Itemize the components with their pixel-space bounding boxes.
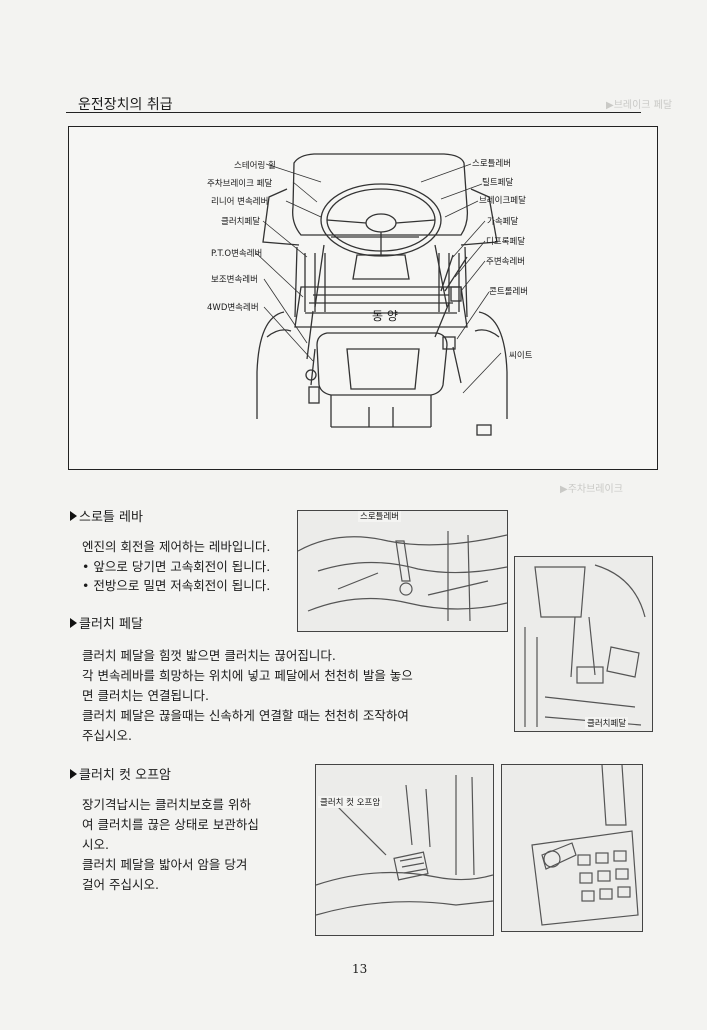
label-diff-lock-pedal: 디프록페달 [486, 237, 526, 247]
photo-label-throttle: 스로틀레버 [358, 511, 402, 522]
label-pto-lever: P.T.O변속레버 [211, 249, 263, 259]
label-4wd-lever: 4WD변속레버 [207, 303, 259, 313]
clutch-line: 클러치 페달을 힘껏 밟으면 클러치는 끊어집니다. [82, 648, 336, 663]
label-steering-wheel: 스테어링 휠 [234, 161, 276, 171]
label-throttle-lever: 스로틀레버 [472, 159, 512, 169]
throttle-line: • 전방으로 밀면 저속회전이 됩니다. [82, 578, 271, 593]
cutoff-line: 여 클러치를 끊은 상태로 보관하십 [82, 817, 259, 832]
cutoff-line: 장기격납시는 클러치보호를 위하 [82, 797, 251, 812]
photo-label-cutoff-arm: 클러치 컷 오프암 [318, 796, 383, 808]
throttle-line: 엔진의 회전을 제어하는 레바입니다. [82, 539, 271, 554]
cutoff-arm-detail-photo [501, 764, 643, 932]
label-clutch-pedal: 클러치페달 [221, 217, 261, 227]
cutoff-line: 걸어 주십시오. [82, 877, 159, 892]
label-accelerator-pedal: 가속페달 [487, 217, 519, 227]
label-tilt-pedal: 틸트페달 [482, 178, 514, 188]
brand-mark: 동 양 [372, 309, 398, 323]
label-seat: 씨이트 [509, 351, 533, 361]
label-linear-shift-lever: 리니어 변속레버 [211, 197, 269, 207]
header-rule [66, 112, 641, 113]
label-control-lever: 콘트롤레버 [489, 287, 529, 297]
clutch-line: 면 클러치는 연결됩니다. [82, 688, 209, 703]
photo-label-clutch: 클러치페달 [585, 717, 629, 729]
cutoff-line: 시오. [82, 837, 109, 852]
triangle-bullet-icon [70, 769, 77, 779]
tractor-control-diagram: 동 양 스테어링 휠 주차브레이크 페달 리니어 변속레버 클러치페달 P.T.… [68, 126, 658, 470]
triangle-bullet-icon [70, 618, 77, 628]
bleed-through-text: ▶주차브레이크 [560, 484, 623, 495]
label-parking-brake-pedal: 주차브레이크 페달 [207, 179, 273, 189]
page-title: 운전장치의 취급 [78, 97, 173, 113]
throttle-lever-photo: 스로틀레버 [297, 510, 508, 632]
bleed-through-text: ▶브레이크 페달 [606, 100, 673, 111]
page-number: 13 [352, 962, 368, 976]
section-heading-throttle: 스로틀 레바 [70, 506, 143, 525]
section-heading-cutoff-arm: 클러치 컷 오프암 [70, 764, 171, 783]
throttle-line: • 앞으로 당기면 고속회전이 됩니다. [82, 559, 271, 574]
tractor-dashboard-drawing: 동 양 [255, 153, 508, 436]
label-aux-shift-lever: 보조변속레버 [211, 275, 258, 285]
label-brake-pedal: 브레이크페달 [479, 196, 526, 206]
triangle-bullet-icon [70, 511, 77, 521]
clutch-cutoff-arm-photo: 클러치 컷 오프암 [315, 764, 494, 936]
clutch-line: 주십시오. [82, 728, 132, 743]
section-heading-clutch: 클러치 페달 [70, 613, 143, 632]
cutoff-line: 클러치 페달을 밟아서 암을 당겨 [82, 857, 248, 872]
clutch-line: 클러치 페달은 끊을때는 신속하게 연결할 때는 천천히 조작하여 [82, 708, 409, 723]
clutch-pedal-photo: 클러치페달 [514, 556, 653, 732]
label-main-shift-lever: 주변속레버 [486, 257, 526, 267]
clutch-line: 각 변속레바를 희망하는 위치에 넣고 페달에서 천천히 발을 놓으 [82, 668, 413, 683]
